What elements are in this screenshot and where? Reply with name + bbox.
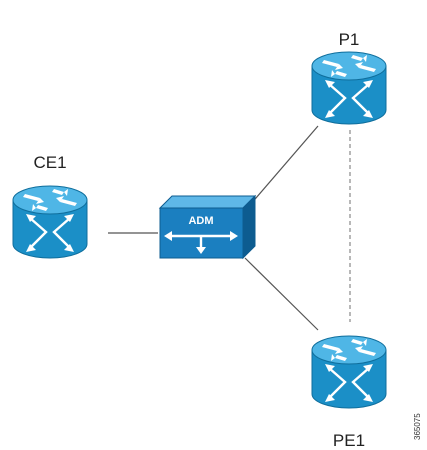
router-icon	[310, 334, 388, 410]
router-pe1: PE1	[310, 334, 388, 450]
adm-label: ADM	[188, 215, 213, 227]
node-label-ce1: CE1	[33, 153, 66, 172]
link-adm-pe1	[244, 257, 319, 331]
adm-top-face	[158, 195, 257, 209]
router-icon	[11, 184, 89, 260]
adm-device: ADM	[158, 194, 257, 260]
link-adm-p1	[249, 125, 319, 206]
figure-id: 365075	[413, 413, 422, 440]
adm-arrows-icon	[164, 231, 238, 254]
node-label-pe1: PE1	[333, 431, 365, 450]
router-icon	[310, 50, 388, 126]
router-p1: P1	[310, 30, 388, 126]
router-ce1: CE1	[11, 153, 89, 260]
node-label-p1: P1	[339, 30, 360, 49]
